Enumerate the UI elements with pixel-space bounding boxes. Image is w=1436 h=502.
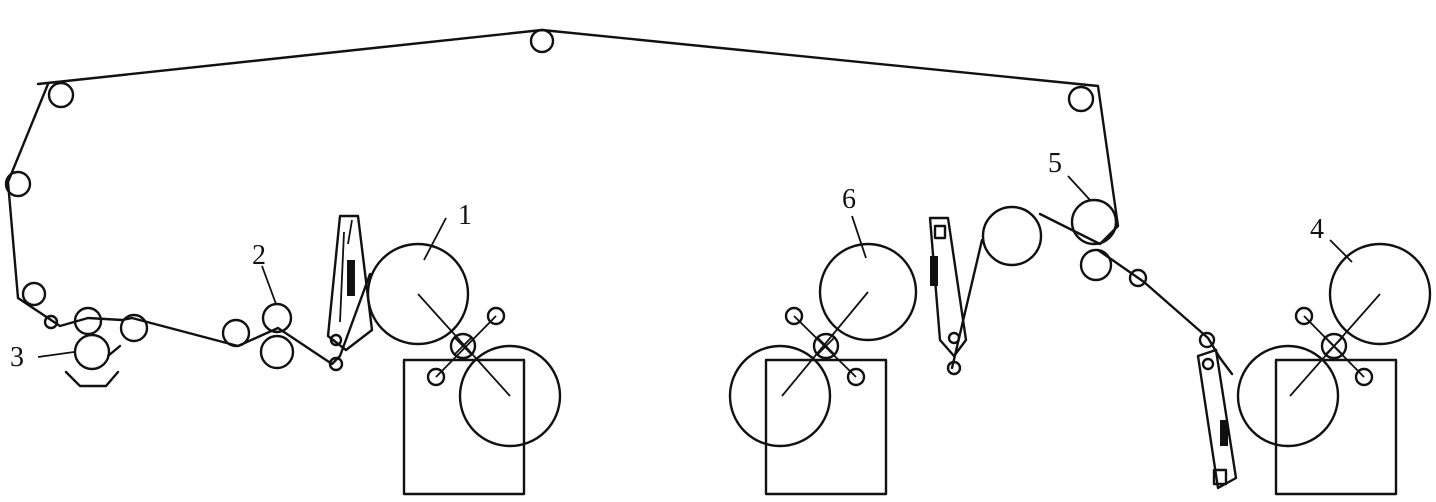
cradle-right-slot — [1212, 468, 1228, 486]
cross-b — [453, 336, 473, 356]
top-path-line — [36, 28, 1120, 246]
crossing-arm-1 — [435, 315, 497, 378]
unit-6 — [728, 215, 968, 496]
leader-2 — [261, 265, 277, 305]
package-1 — [366, 242, 470, 346]
guide-roller-ll — [21, 281, 47, 307]
label-3: 3 — [10, 342, 24, 373]
roller-5-lower — [1079, 248, 1113, 282]
frame-box-1 — [402, 358, 526, 496]
left-path-line — [6, 82, 372, 366]
small-roller — [43, 314, 59, 330]
cradle-mid-slot — [933, 224, 947, 240]
roller-2-upper — [261, 302, 293, 334]
roller-2-lower — [259, 334, 295, 370]
roller-3-tray — [64, 370, 120, 388]
arm-end-roller-6a — [784, 306, 804, 326]
crossing-roller-6 — [812, 332, 840, 360]
small-guide-right — [1128, 268, 1148, 288]
leader-1 — [423, 217, 447, 261]
leader-6 — [851, 215, 867, 259]
cradle-arm-right — [1196, 348, 1238, 490]
guide-roller-left — [4, 170, 32, 198]
top-roller — [529, 28, 555, 54]
cross-6b — [816, 336, 836, 356]
arm-end-roller-4a — [1294, 306, 1314, 326]
cradle-slot — [347, 219, 353, 245]
cradle-mid-pivot — [947, 331, 961, 345]
roller-5 — [1070, 198, 1118, 246]
crossing-arm-6 — [793, 315, 857, 378]
guide-roller-tl — [47, 81, 75, 109]
leader-5 — [1067, 175, 1091, 201]
crossing-arm-4 — [1303, 315, 1365, 378]
roller-3 — [73, 333, 111, 371]
leader-3 — [37, 351, 75, 358]
label-6: 6 — [842, 184, 856, 215]
drive-drum-1 — [458, 344, 562, 448]
package-6 — [818, 242, 918, 342]
leader-4 — [1329, 239, 1353, 263]
cradle-spring — [347, 260, 355, 296]
label-1: 1 — [458, 200, 472, 231]
cradle-pivot — [329, 333, 343, 347]
path-down-6-guide — [950, 238, 984, 370]
arm-end-roller-1a — [486, 306, 506, 326]
label-4: 4 — [1310, 214, 1324, 245]
label-5: 5 — [1048, 148, 1062, 179]
unit-1 — [326, 214, 562, 496]
guide-roller-mid — [119, 313, 149, 343]
guide-roller-tr — [1067, 85, 1095, 113]
crossing-roller-1 — [449, 332, 477, 360]
roller-3-upper — [73, 306, 103, 336]
unit-4 — [1196, 239, 1432, 496]
small-guide-right-2 — [1198, 331, 1216, 349]
crossing-roller-4 — [1320, 332, 1348, 360]
arm-end-roller-4b — [1354, 367, 1374, 387]
drive-drum-4 — [1236, 344, 1340, 448]
large-guide-roller — [981, 205, 1043, 267]
cradle-right-spring — [1220, 420, 1228, 446]
right-path-line — [1096, 248, 1234, 376]
cradle-inner-line — [339, 231, 345, 323]
cradle-arm-left — [326, 214, 374, 352]
cradle-right-pivot — [1201, 357, 1215, 371]
label-2: 2 — [252, 240, 266, 271]
guide-roller-2a — [221, 318, 251, 348]
arm-end-roller-6b — [846, 367, 866, 387]
frame-box-6 — [764, 358, 888, 496]
frame-box-4 — [1274, 358, 1398, 496]
arm-end-roller-1b — [426, 367, 446, 387]
cradle-mid-spring — [930, 256, 938, 286]
roller-3-arm — [106, 344, 122, 358]
cradle-mid-foot — [946, 360, 962, 376]
drive-drum-6 — [728, 344, 832, 448]
cradle-foot-roller — [328, 356, 344, 372]
cradle-arm-mid — [928, 216, 968, 358]
package-4 — [1328, 242, 1432, 346]
